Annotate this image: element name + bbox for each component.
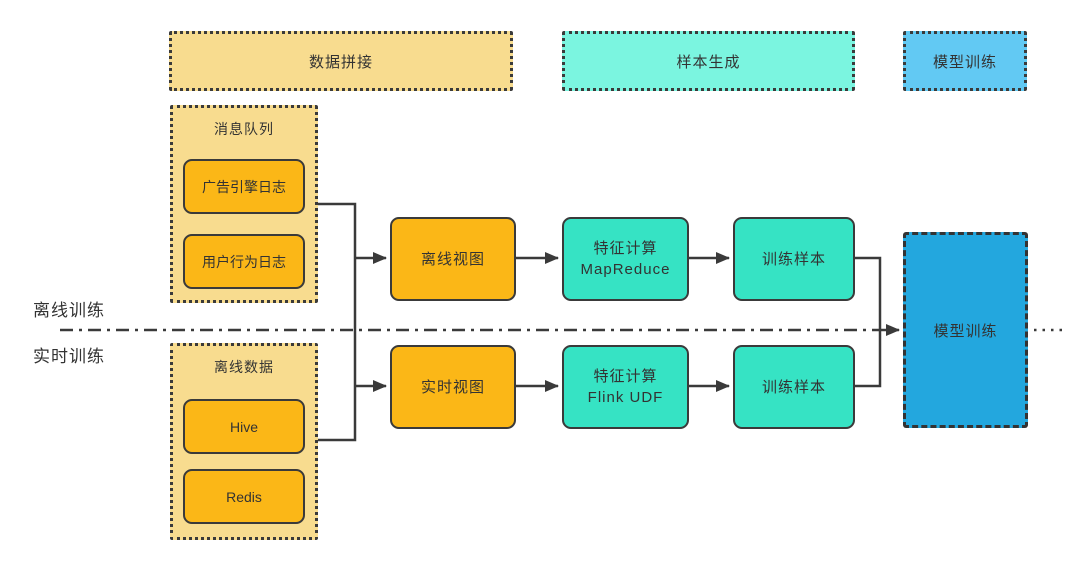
stage-header-model-train-label: 模型训练 bbox=[932, 53, 997, 71]
lane-label-realtime: 实时训练 bbox=[33, 347, 105, 366]
node-hive-label: Hive bbox=[229, 418, 258, 435]
node-feature-mapreduce-line2: MapReduce bbox=[580, 261, 671, 278]
node-offline-view-label: 离线视图 bbox=[420, 250, 485, 268]
node-offline-view: 离线视图 bbox=[390, 217, 516, 301]
stage-header-sample-gen: 样本生成 bbox=[562, 31, 855, 91]
node-realtime-view-label: 实时视图 bbox=[420, 378, 485, 396]
stage-header-data-join-label: 数据拼接 bbox=[308, 53, 373, 71]
stage-header-sample-gen-label: 样本生成 bbox=[676, 53, 741, 71]
container-offline-data-title: 离线数据 bbox=[214, 359, 274, 375]
node-training-sample-realtime: 训练样本 bbox=[733, 345, 855, 429]
container-message-queue-title: 消息队列 bbox=[214, 121, 274, 137]
connector-sources-junction bbox=[317, 202, 357, 442]
node-feature-flink-udf: 特征计算 Flink UDF bbox=[562, 345, 689, 429]
node-hive: Hive bbox=[183, 399, 305, 454]
stage-header-data-join: 数据拼接 bbox=[169, 31, 513, 91]
node-realtime-view: 实时视图 bbox=[390, 345, 516, 429]
node-ad-engine-log: 广告引擎日志 bbox=[183, 159, 305, 214]
node-feature-mapreduce-line1: 特征计算 bbox=[593, 240, 658, 257]
node-redis: Redis bbox=[183, 469, 305, 524]
container-message-queue: 消息队列 广告引擎日志 用户行为日志 bbox=[170, 105, 318, 303]
node-feature-flink-udf-line2: Flink UDF bbox=[587, 389, 664, 406]
node-model-training-label: 模型训练 bbox=[933, 322, 998, 340]
node-feature-mapreduce: 特征计算 MapReduce bbox=[562, 217, 689, 301]
node-training-sample-realtime-label: 训练样本 bbox=[761, 378, 826, 396]
connector-samples-junction bbox=[855, 256, 882, 388]
node-user-behavior-log-label: 用户行为日志 bbox=[202, 253, 286, 270]
node-user-behavior-log: 用户行为日志 bbox=[183, 234, 305, 289]
node-redis-label: Redis bbox=[226, 488, 262, 505]
container-offline-data: 离线数据 Hive Redis bbox=[170, 343, 318, 540]
node-feature-flink-udf-line1: 特征计算 bbox=[593, 368, 658, 385]
node-training-sample-offline-label: 训练样本 bbox=[761, 250, 826, 268]
stage-header-model-train: 模型训练 bbox=[903, 31, 1027, 91]
lane-label-offline: 离线训练 bbox=[33, 301, 105, 320]
node-ad-engine-log-label: 广告引擎日志 bbox=[202, 178, 286, 195]
node-model-training: 模型训练 bbox=[903, 232, 1028, 428]
node-training-sample-offline: 训练样本 bbox=[733, 217, 855, 301]
